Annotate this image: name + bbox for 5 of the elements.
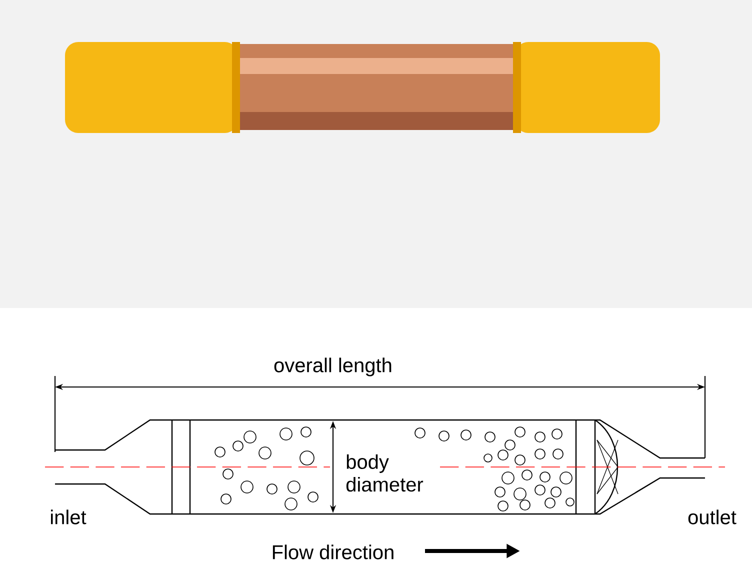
dimension-label: body diameter <box>346 454 424 492</box>
dimension-label: overall length <box>274 358 392 376</box>
flow-label: Flow direction <box>272 544 394 560</box>
port-label: inlet <box>51 510 86 524</box>
port-label: outlet <box>688 510 736 524</box>
